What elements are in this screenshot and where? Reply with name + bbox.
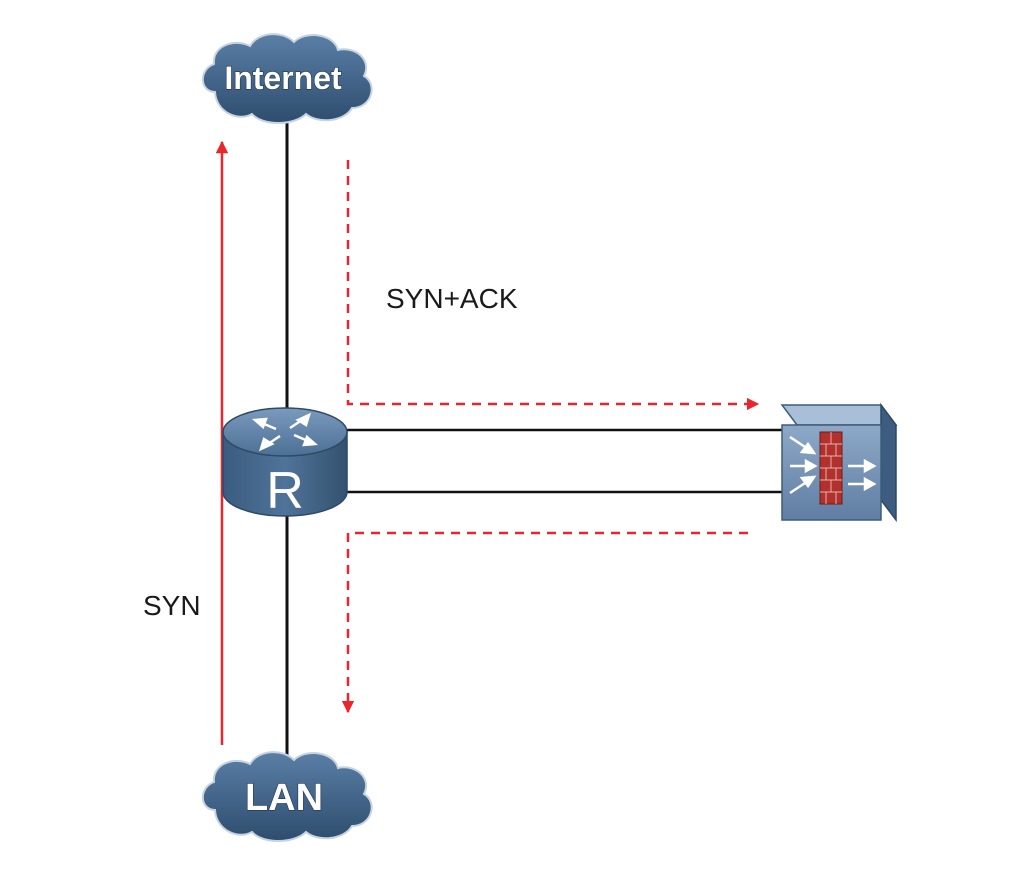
firewall-icon	[780, 402, 898, 523]
lan-label: LAN	[245, 777, 323, 819]
syn-ack-flow-from-firewall	[341, 531, 748, 714]
syn-label: SYN	[143, 590, 201, 621]
internet-label: Internet	[224, 60, 342, 96]
router-icon: R	[222, 407, 348, 520]
lan-cloud: LAN	[201, 751, 373, 842]
internet-cloud: Internet	[201, 33, 373, 124]
router-label: R	[266, 462, 304, 520]
syn-ack-label: SYN+ACK	[386, 283, 518, 314]
syn-ack-flow-to-firewall	[346, 160, 760, 411]
